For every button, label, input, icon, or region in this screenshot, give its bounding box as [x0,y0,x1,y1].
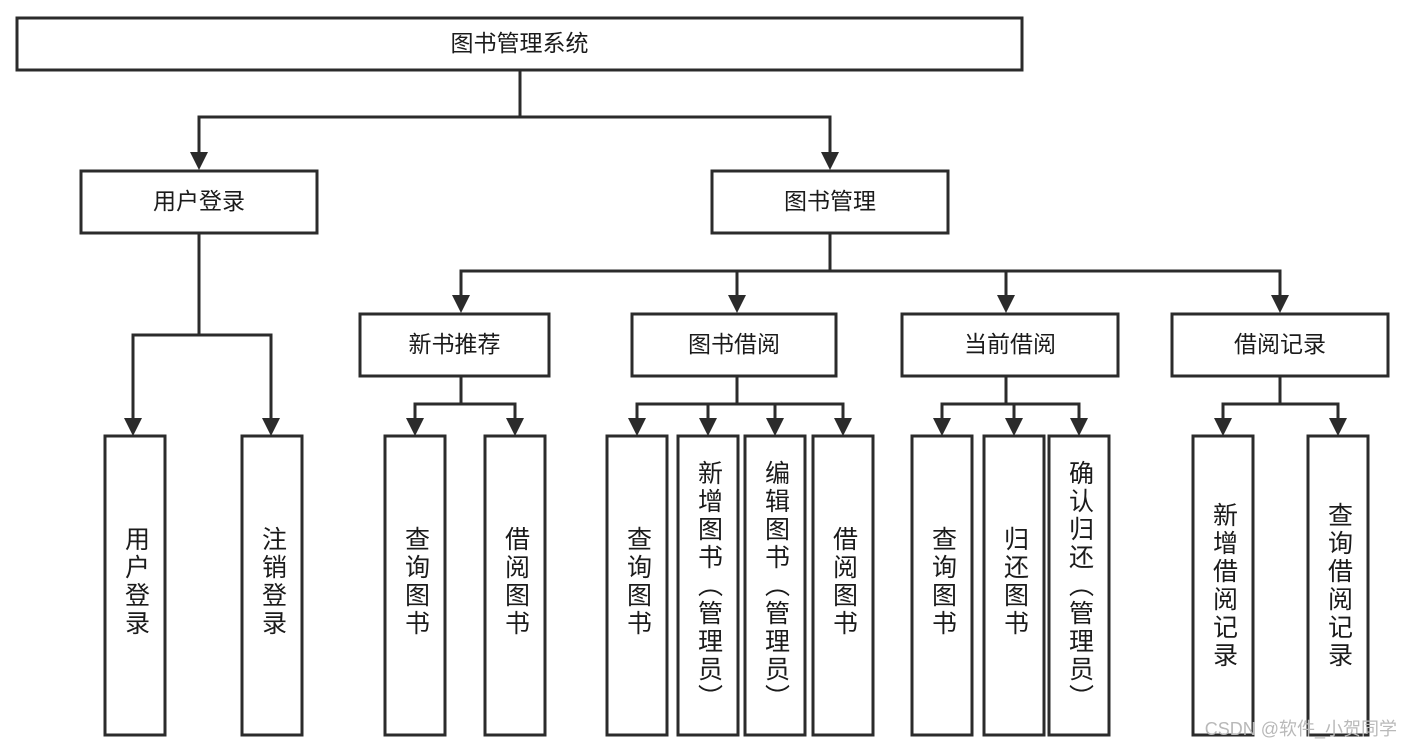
level3-label-3: 借阅记录 [1234,331,1326,357]
arrowhead-to-leaf-8 [933,418,951,436]
leaf-box-4[interactable] [605,434,669,737]
level3-label-0: 新书推荐 [409,331,501,357]
arrowhead-to-leaf-7 [834,418,852,436]
arrowhead-bus-to-user-login [190,152,208,170]
level3-box-2[interactable] [900,312,1120,378]
arrowhead-to-leaf-2 [406,418,424,436]
leaf-box-6[interactable] [743,434,807,737]
root-box-0[interactable] [15,16,1024,72]
leaf-box-12[interactable] [1306,434,1370,737]
leaf-box-8[interactable] [910,434,974,737]
arrowhead-bus-to-book-mgmt [821,152,839,170]
leaf-box-0[interactable] [103,434,167,737]
level3-box-1[interactable] [630,312,838,378]
arrowhead-to-leaf-12 [1329,418,1347,436]
arrowhead-to-leaf-6 [766,418,784,436]
arrowhead-to-leaf-4 [628,418,646,436]
connector-layer [124,68,1347,436]
arrowhead-to-leaf-11 [1214,418,1232,436]
level2-box-1[interactable] [710,169,950,235]
arrowhead-to-leaf-5 [699,418,717,436]
arrowhead-to-leaf-1 [262,418,280,436]
level2-label-0: 用户登录 [153,188,245,214]
box-layer [15,16,1390,737]
arrowhead-to-leaf-0 [124,418,142,436]
leaf-box-1[interactable] [240,434,304,737]
leaf-box-5[interactable] [676,434,740,737]
arrowhead-to-leaf-9 [1005,418,1023,436]
arrowhead-to-records [1271,295,1289,313]
level2-label-1: 图书管理 [784,188,876,214]
leaf-box-9[interactable] [982,434,1046,737]
arrowhead-to-new-books [452,295,470,313]
arrowhead-to-leaf-10 [1070,418,1088,436]
level2-box-0[interactable] [79,169,319,235]
arrowhead-to-borrow [728,295,746,313]
level3-label-2: 当前借阅 [964,331,1056,357]
level3-label-1: 图书借阅 [688,331,780,357]
leaf-box-2[interactable] [383,434,447,737]
arrowhead-to-current [997,295,1015,313]
leaf-box-10[interactable] [1047,434,1111,737]
leaf-box-11[interactable] [1191,434,1255,737]
leaf-box-7[interactable] [811,434,875,737]
root-label-0: 图书管理系统 [451,30,589,56]
leaf-box-3[interactable] [483,434,547,737]
level3-box-0[interactable] [358,312,551,378]
arrowhead-to-leaf-3 [506,418,524,436]
level3-box-3[interactable] [1170,312,1390,378]
